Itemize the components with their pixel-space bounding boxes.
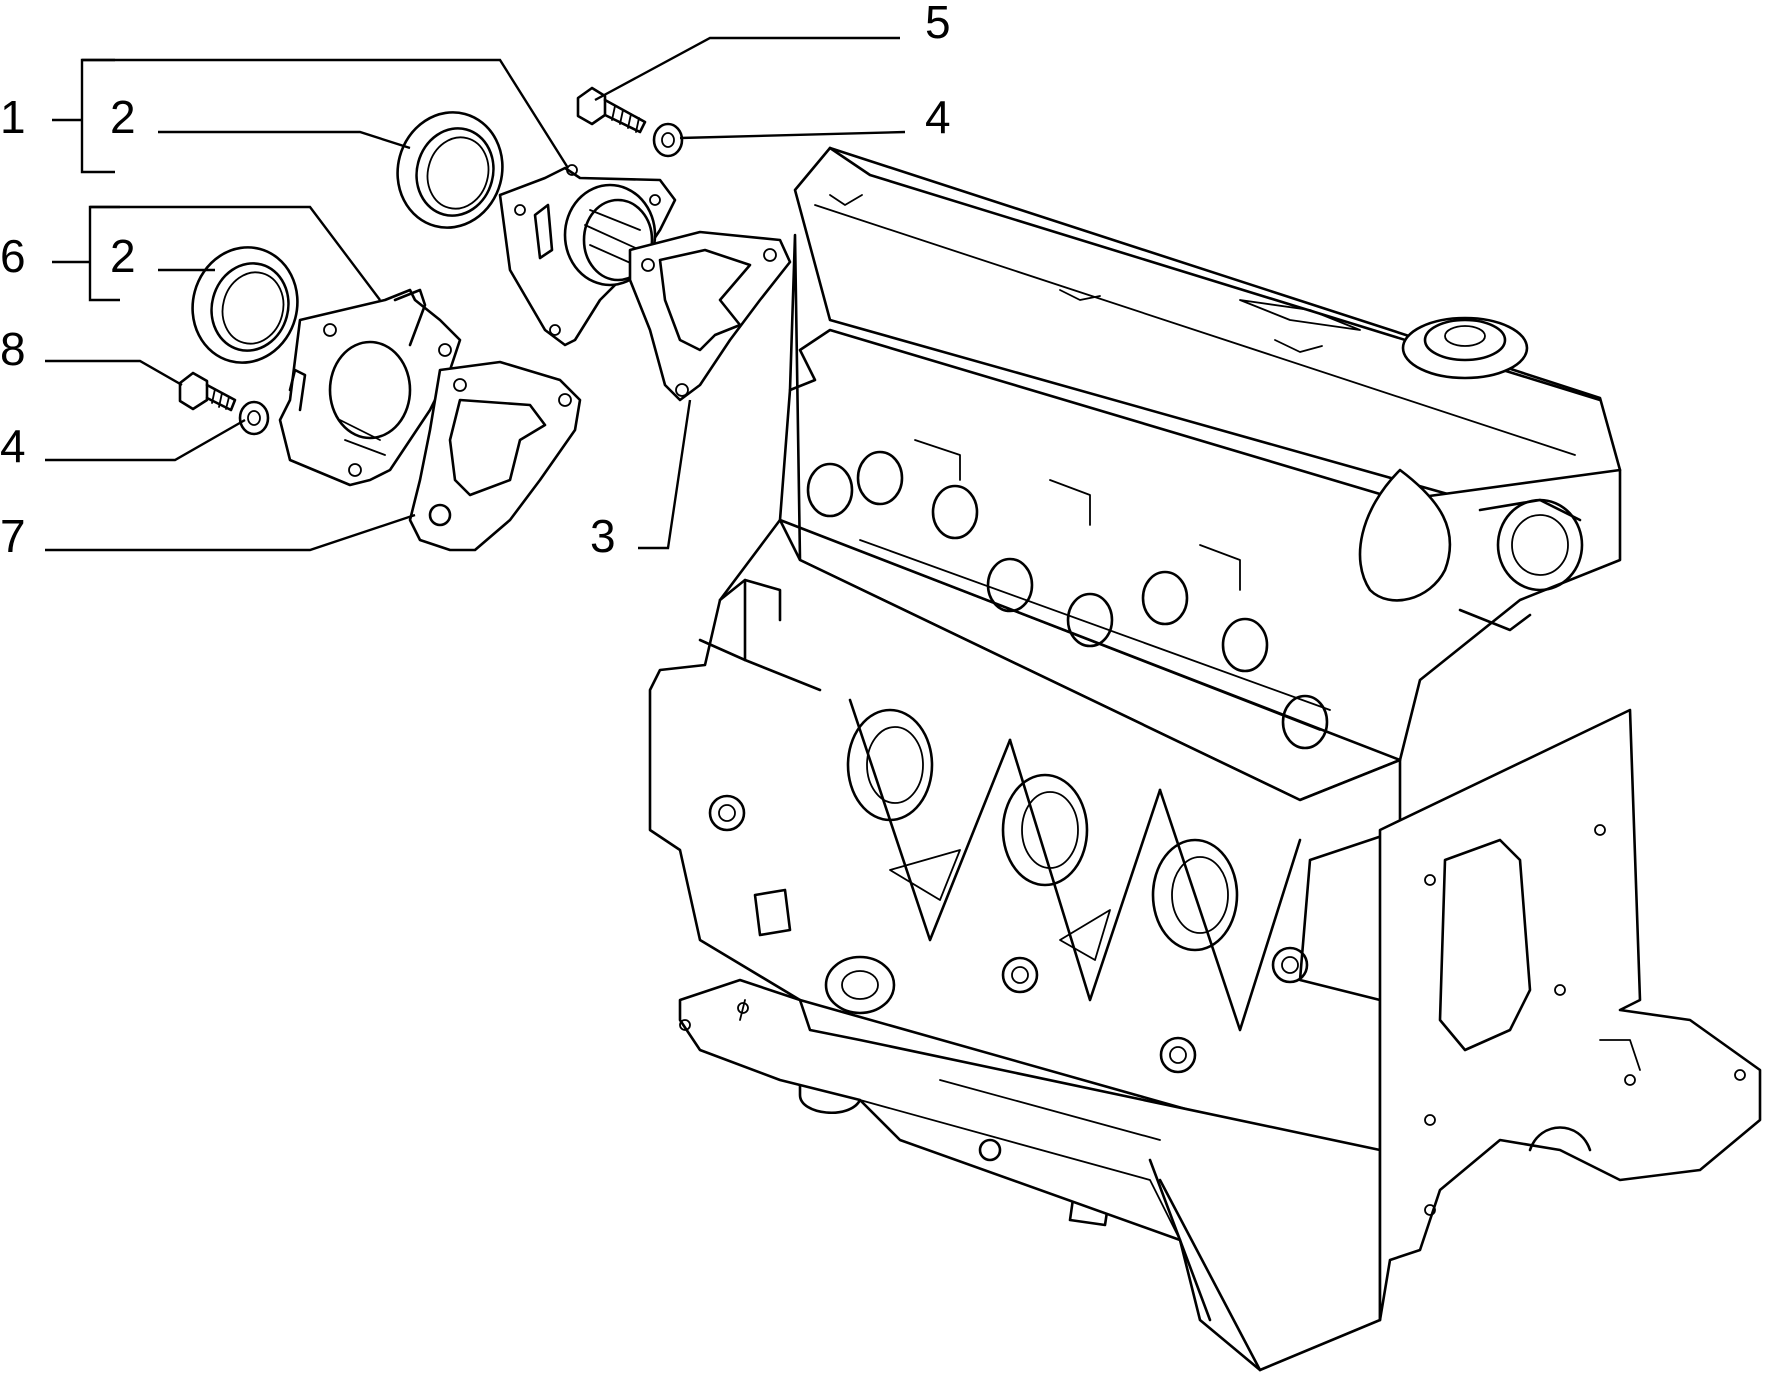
leader-lines (45, 36, 906, 552)
part-gasket-lower (408, 360, 582, 552)
callout-8: 8 (0, 323, 26, 375)
callout-7: 7 (0, 510, 26, 562)
engine-block (648, 146, 1762, 1372)
part-washer-upper (652, 122, 684, 158)
part-bolt-upper (576, 86, 647, 134)
part-washer-lower (238, 400, 270, 436)
callout-4-lower: 4 (0, 420, 26, 472)
part-gasket-upper (628, 230, 792, 402)
exhaust-ports (806, 450, 1329, 750)
cylinder-bores (846, 708, 1239, 952)
callout-1: 1 (0, 91, 26, 143)
part-bolt-lower (178, 371, 237, 412)
callout-numbers: 1 2 5 4 6 2 8 4 7 3 (0, 0, 951, 562)
callout-4-upper: 4 (925, 91, 951, 143)
callout-5: 5 (925, 0, 951, 48)
callout-2-lower: 2 (110, 230, 136, 282)
part-water-outlet-lower (278, 288, 462, 487)
callout-6: 6 (0, 230, 26, 282)
part-seal-ring-lower (191, 246, 299, 364)
callout-2-upper: 2 (110, 91, 136, 143)
filler-cap (1401, 316, 1529, 380)
callout-3: 3 (590, 510, 616, 562)
part-seal-ring-upper (396, 111, 504, 229)
